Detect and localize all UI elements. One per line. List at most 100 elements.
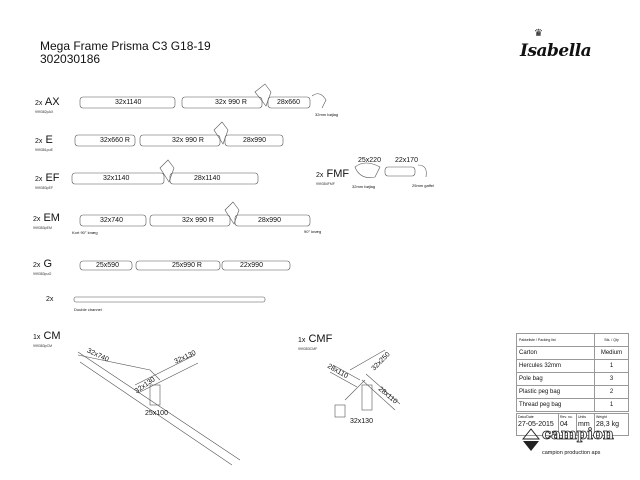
dim-label: 32x1140 (103, 175, 130, 182)
units-label: Units (578, 415, 586, 419)
part-note: Double channel (74, 307, 102, 312)
dim-label: 28x990 (243, 137, 266, 144)
part-code: 999383pEF (35, 186, 54, 190)
tube-em (79, 201, 311, 227)
isabella-logo: ♛ Isabella (520, 28, 610, 68)
tube-ax (79, 83, 327, 109)
part-qty: 2x (33, 216, 41, 223)
part-note: 25mm gaffel (412, 183, 434, 188)
qty: 2 (594, 385, 629, 399)
part-name: EF (45, 172, 60, 184)
product-name: Mega Frame Prisma C3 G18-19 (40, 39, 211, 53)
part-fmf: 2x FMF 999384FMF (316, 168, 349, 187)
dim-label: 28x1140 (194, 175, 221, 182)
part-note: 32mm bøjlag (315, 112, 339, 117)
rev-label: Rev. no. (560, 415, 573, 419)
part-ax: 2x AX 999382pAX (35, 96, 60, 115)
part-code: 999383puG (33, 272, 52, 276)
part-g: 2x G 999383puG (33, 258, 52, 277)
part-qty: 2x (46, 296, 54, 303)
company-tagline: campion production aps (542, 450, 601, 456)
item: Plastic peg bag (516, 385, 595, 399)
part-qty: 1x (33, 334, 41, 341)
weight-value: 28,3 kg (596, 421, 619, 428)
company-name: campion (542, 425, 615, 443)
date-label: Dato/Date (518, 415, 534, 419)
tube-fmf (354, 162, 427, 178)
dim-label: 25x100 (145, 410, 168, 417)
part-note: Kort 90° knæg (72, 230, 98, 235)
part-code: 999383CMF (298, 347, 318, 351)
part-name: CMF (308, 333, 333, 345)
part-name: EM (43, 212, 60, 224)
part-name: FMF (326, 168, 350, 180)
dim-label: 25x590 (96, 262, 119, 269)
tube-e (74, 121, 284, 147)
part-code: 999383pCM (33, 344, 53, 348)
part-qty: 2x (35, 138, 43, 145)
qty: 1 (594, 398, 629, 412)
tube-g (79, 260, 291, 271)
dim-label: 25x220 (358, 157, 381, 164)
weight-label: Weight (596, 415, 607, 419)
item: Pole bag (516, 372, 595, 386)
qty: Medium (594, 346, 629, 360)
campion-logo: campion campion production aps (522, 425, 632, 466)
brand-name: Isabella (520, 41, 592, 61)
crown-icon: ♛ (534, 28, 543, 39)
part-note: 32mm bøjlag (352, 184, 376, 189)
dim-label: 22x170 (395, 157, 418, 164)
part-cmf: 1x CMF 999383CMF (298, 333, 332, 352)
dim-label: 32x740 (100, 217, 123, 224)
weight-cell: Weight 28,3 kg (594, 413, 629, 436)
part-code: 999384FMF (316, 182, 335, 186)
cmf-frame (329, 349, 401, 418)
rev-cell: Rev. no. 04 (558, 413, 577, 436)
dim-label: 28x660 (277, 99, 300, 106)
part-qty: 1x (298, 337, 306, 344)
item: Hercules 32mm (516, 359, 595, 373)
dim-label: 32x 990 R (182, 217, 214, 224)
part-code: 999382pAX (35, 110, 54, 114)
part-qty: 2x (33, 262, 41, 269)
item: Thread peg bag (516, 398, 595, 412)
packing-header: Pakkeliste / Packing list (516, 333, 595, 347)
qty: 1 (594, 359, 629, 373)
units-value: mm (578, 421, 590, 428)
part-name: CM (43, 330, 61, 342)
part-qty: 2x (316, 172, 324, 179)
part-qty: 2x (35, 100, 43, 107)
dim-label: 32x660 R (100, 137, 130, 144)
part-name: G (43, 258, 53, 270)
part-ef: 2x EF 999383pEF (35, 172, 60, 191)
part-code: 999383pEM (33, 226, 52, 230)
part-note: 90° knæg (304, 229, 322, 234)
part-code: 999381puE (35, 148, 53, 152)
part-qty: 2x (35, 176, 43, 183)
item: Carton (516, 346, 595, 360)
dim-label: 32x 990 R (172, 137, 204, 144)
part-name: E (45, 134, 53, 146)
dim-label: 28x990 (258, 217, 281, 224)
tube-ef (71, 159, 259, 185)
dim-label: 32x130 (350, 418, 373, 425)
document-title: Mega Frame Prisma C3 G18-19 302030186 (40, 40, 211, 66)
dim-label: 32x1140 (115, 99, 142, 106)
part-name: AX (44, 96, 60, 108)
qty-header: Stk. / Qty (594, 333, 629, 347)
dim-label: 25x990 R (172, 262, 202, 269)
double-channel (73, 296, 266, 303)
part-e: 2x E 999381puE (35, 134, 53, 153)
cm-frame (77, 351, 241, 466)
date-value: 27-05-2015 (518, 421, 554, 428)
campion-triangle-icon (522, 428, 540, 451)
dim-label: 32x 990 R (215, 99, 247, 106)
rev-value: 04 (560, 421, 568, 428)
